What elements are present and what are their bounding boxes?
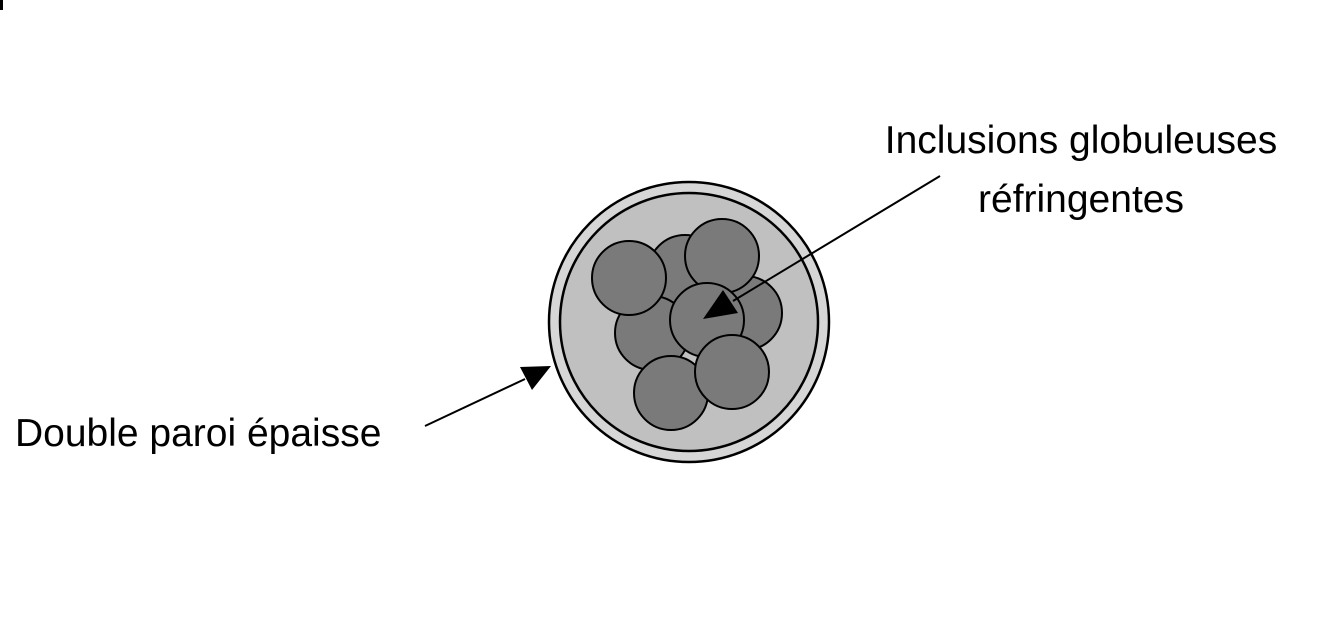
globule [694, 334, 770, 410]
inclusions-label-line2: réfringentes [978, 178, 1184, 221]
wall-arrow-line [424, 378, 526, 427]
inclusions-arrow-line [732, 175, 941, 302]
wall-label: Double paroi épaisse [15, 412, 381, 455]
globules [591, 218, 783, 431]
globule [591, 240, 667, 316]
wall-arrowhead [520, 366, 551, 390]
inclusions-arrowhead [703, 290, 738, 319]
globule [684, 218, 760, 294]
inclusions-label-line1: Inclusions globuleuses [885, 119, 1277, 162]
top-left-edge-mark [0, 0, 3, 10]
